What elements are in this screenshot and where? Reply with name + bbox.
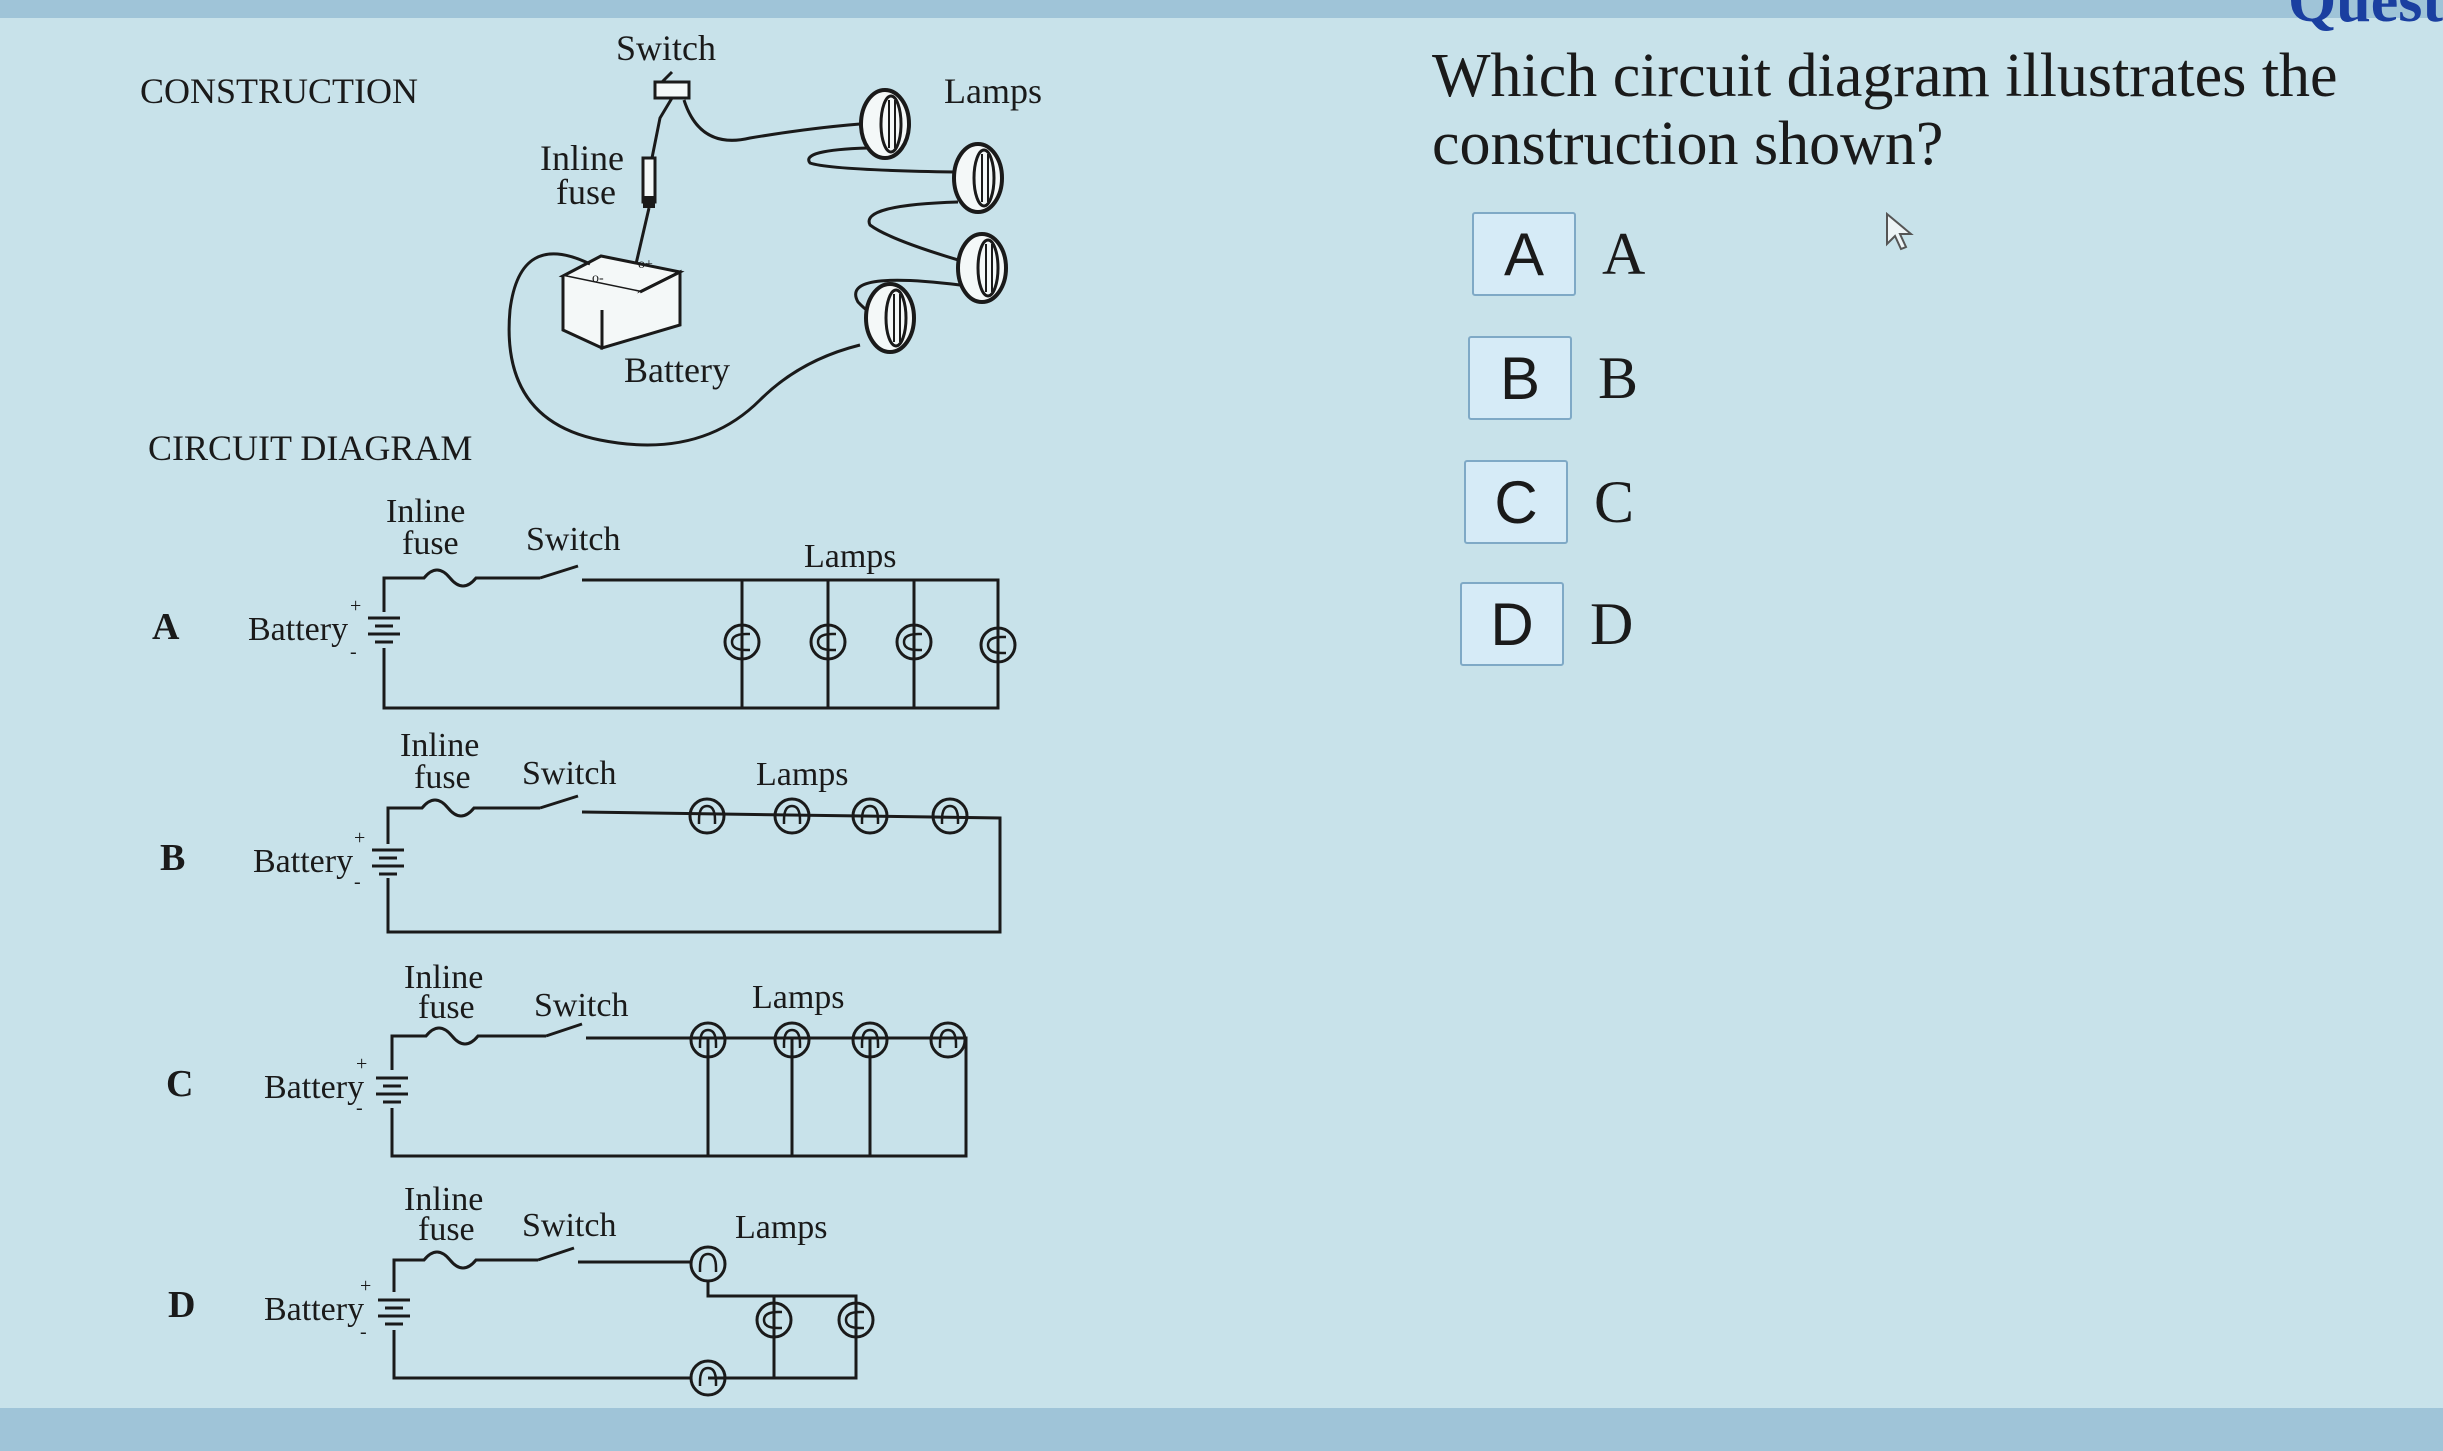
fuse-icon <box>641 156 657 208</box>
svg-text:-: - <box>356 1097 363 1119</box>
option-b-button[interactable]: B <box>1468 336 1572 420</box>
diagram-a-letter: A <box>152 606 180 648</box>
bottom-bar <box>0 1408 2443 1451</box>
diagram-c-battery-label: Battery <box>264 1069 364 1106</box>
svg-text:o-: o- <box>592 271 604 286</box>
construction-lamp-4-icon <box>864 282 916 354</box>
construction-lamp-2-icon <box>952 142 1004 214</box>
diagram-a-battery-icon <box>366 616 402 644</box>
diagram-c-letter: C <box>166 1063 193 1105</box>
option-a-button[interactable]: A <box>1472 212 1576 296</box>
diagram-b-switch-label: Switch <box>522 755 616 792</box>
diagram-c-fuse-label-line2: fuse <box>418 989 475 1026</box>
diagram-c-battery-icon <box>374 1076 410 1104</box>
svg-text:+: + <box>356 1053 367 1075</box>
diagram-b: B Battery Inline fuse Switch Lamps + - <box>160 727 1002 934</box>
question-text: Which circuit diagram illustrates the co… <box>1432 42 2338 178</box>
option-c-button[interactable]: C <box>1464 460 1568 544</box>
construction-battery-label: Battery <box>624 350 730 390</box>
option-d[interactable]: D D <box>1460 582 1633 666</box>
diagram-a-lamps-label: Lamps <box>804 538 897 575</box>
svg-text:+: + <box>360 1275 371 1297</box>
construction-fuse-label-line1: Inline <box>540 138 624 178</box>
battery-icon: o- o+ <box>558 254 685 351</box>
diagram-c-fuse-label-line1: Inline <box>404 959 483 996</box>
option-a-label[interactable]: A <box>1602 220 1646 287</box>
corner-title: Quest <box>2288 0 2443 35</box>
option-b-label[interactable]: B <box>1598 344 1639 411</box>
option-b[interactable]: B B <box>1468 336 1638 420</box>
construction-lamp-1-icon <box>859 88 911 160</box>
svg-text:-: - <box>360 1321 367 1343</box>
diagram-a: A Battery Inline fuse Switch Lamps + - <box>152 493 1017 710</box>
diagram-d-letter: D <box>168 1284 195 1326</box>
diagram-d-lamp-1-icon <box>689 1245 727 1283</box>
construction-heading: CONSTRUCTION <box>140 71 418 111</box>
diagram-c-lamps-label: Lamps <box>752 979 845 1016</box>
diagram-b-battery-label: Battery <box>253 843 353 880</box>
diagram-c: C Battery Inline fuse Switch Lamps + - <box>166 959 968 1158</box>
option-d-label[interactable]: D <box>1590 590 1634 657</box>
diagram-a-fuse-label-line1: Inline <box>386 493 465 530</box>
option-c-label[interactable]: C <box>1594 468 1635 535</box>
diagram-b-fuse-label-line2: fuse <box>414 759 471 796</box>
diagram-b-letter: B <box>160 837 185 879</box>
diagram-a-fuse-label-line2: fuse <box>402 525 459 562</box>
svg-text:-: - <box>350 641 357 663</box>
diagram-d-battery-icon <box>376 1298 412 1326</box>
circuit-figure: CONSTRUCTION Switch Lamps Inline fuse Ba… <box>140 28 1042 1397</box>
diagram-c-lamp-4-icon <box>929 1021 967 1059</box>
diagram-b-lamps-label: Lamps <box>756 756 849 793</box>
mouse-pointer-icon <box>1886 212 1914 251</box>
top-bar <box>0 0 2443 18</box>
diagram-d-switch-label: Switch <box>522 1207 616 1244</box>
construction-lamp-3-icon <box>956 232 1008 304</box>
diagram-d-battery-label: Battery <box>264 1291 364 1328</box>
svg-text:o+: o+ <box>638 257 653 272</box>
diagram-d-lamps-label: Lamps <box>735 1209 828 1246</box>
diagram-b-lamp-1-icon <box>688 797 726 835</box>
construction-fuse-label-line2: fuse <box>556 172 616 212</box>
svg-text:+: + <box>354 827 365 849</box>
diagram-b-fuse-label-line1: Inline <box>400 727 479 764</box>
diagram-c-switch-label: Switch <box>534 987 628 1024</box>
circuit-heading: CIRCUIT DIAGRAM <box>148 428 472 468</box>
svg-text:+: + <box>350 595 361 617</box>
svg-text:-: - <box>354 871 361 893</box>
diagram-a-battery-label: Battery <box>248 611 348 648</box>
diagram-d-fuse-label-line1: Inline <box>404 1181 483 1218</box>
diagram-d-fuse-label-line2: fuse <box>418 1211 475 1248</box>
option-a[interactable]: A A <box>1472 212 1645 296</box>
diagram-b-battery-icon <box>370 848 406 876</box>
switch-icon <box>653 70 691 100</box>
construction-switch-label: Switch <box>616 28 716 68</box>
diagram-panel: CONSTRUCTION Switch Lamps Inline fuse Ba… <box>0 0 1100 1408</box>
diagram-a-switch-label: Switch <box>526 521 620 558</box>
option-d-button[interactable]: D <box>1460 582 1564 666</box>
construction-lamps-label: Lamps <box>944 71 1042 111</box>
option-c[interactable]: C C <box>1464 460 1634 544</box>
diagram-d: D Battery Inline fuse Switch Lamps + - <box>168 1181 875 1397</box>
